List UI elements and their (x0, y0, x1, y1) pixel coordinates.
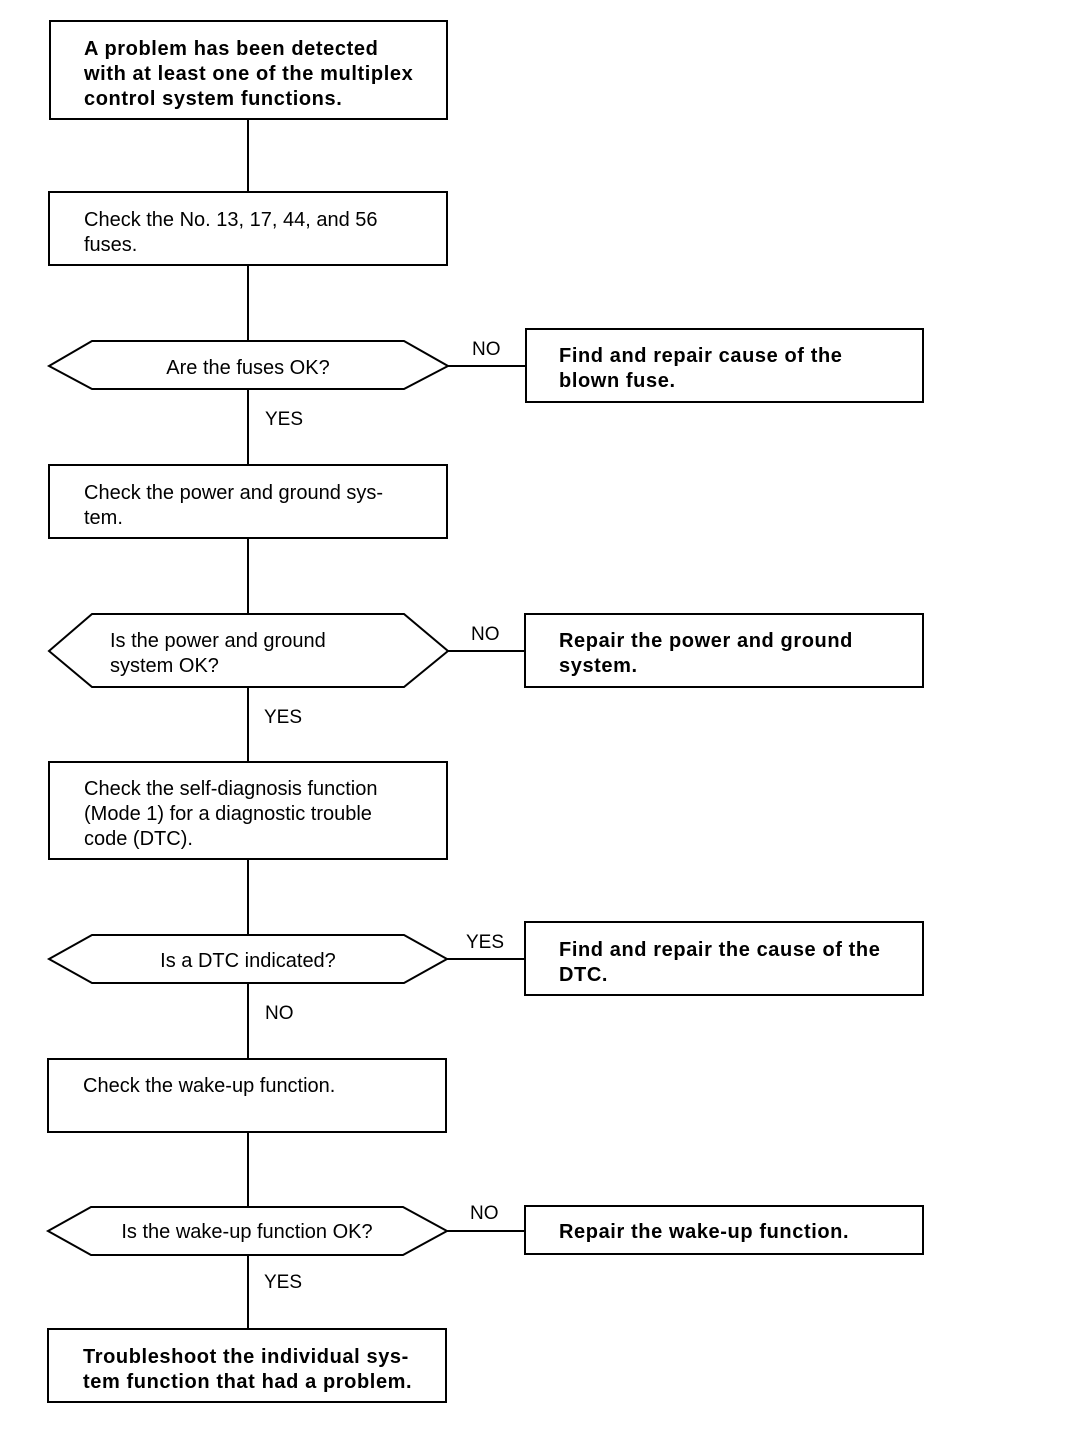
fuses-no-label: NO (472, 339, 501, 360)
branch-labels: NO YES NO YES YES NO NO YES (264, 339, 504, 1293)
dtc-indicated-text: Is a DTC indicated? (160, 950, 336, 972)
connectors (247, 119, 526, 1329)
problem-detected-box: A problem has been detected with at leas… (49, 20, 448, 120)
troubleshoot-box: Troubleshoot the individual sys- tem fun… (47, 1328, 447, 1403)
fuses-yes-label: YES (265, 409, 303, 430)
repair-power-box: Repair the power and ground system. (524, 613, 924, 688)
repair-dtc-box: Find and repair the cause of the DTC. (524, 921, 924, 996)
check-fuses-text: Check the No. 13, 17, 44, and 56 fuses. (84, 209, 383, 256)
dtc-yes-label: YES (466, 932, 504, 953)
dtc-no-label: NO (265, 1003, 294, 1024)
fuses-ok-decision: Are the fuses OK? (46, 340, 451, 390)
repair-wakeup-box: Repair the wake-up function. (524, 1205, 924, 1255)
problem-detected-text: A problem has been detected with at leas… (83, 38, 420, 110)
check-self-diagnosis-text: Check the self-diagnosis function (Mode … (84, 778, 383, 850)
wakeup-ok-text: Is the wake-up function OK? (121, 1221, 372, 1243)
power-yes-label: YES (264, 707, 302, 728)
power-ok-text: Is the power and ground system OK? (110, 630, 331, 677)
check-wakeup-box: Check the wake-up function. (47, 1058, 447, 1133)
power-no-label: NO (471, 624, 500, 645)
wakeup-yes-label: YES (264, 1272, 302, 1293)
check-wakeup-text: Check the wake-up function. (83, 1075, 335, 1097)
repair-fuse-text: Find and repair cause of the blown fuse. (559, 345, 849, 392)
check-fuses-box: Check the No. 13, 17, 44, and 56 fuses. (48, 191, 448, 266)
power-ok-decision: Is the power and ground system OK? (47, 613, 450, 688)
fuses-ok-text: Are the fuses OK? (166, 357, 329, 379)
troubleshoot-text: Troubleshoot the individual sys- tem fun… (83, 1346, 415, 1393)
dtc-indicated-decision: Is a DTC indicated? (46, 934, 450, 984)
repair-dtc-text: Find and repair the cause of the DTC. (559, 939, 887, 986)
check-self-diagnosis-box: Check the self-diagnosis function (Mode … (48, 761, 448, 860)
check-power-text: Check the power and ground sys- tem. (84, 482, 389, 529)
check-power-box: Check the power and ground sys- tem. (48, 464, 448, 539)
wakeup-no-label: NO (470, 1203, 499, 1224)
repair-wakeup-text: Repair the wake-up function. (559, 1221, 849, 1243)
wakeup-ok-decision: Is the wake-up function OK? (45, 1206, 450, 1256)
repair-power-text: Repair the power and ground system. (559, 630, 859, 677)
repair-fuse-box: Find and repair cause of the blown fuse. (525, 328, 924, 403)
